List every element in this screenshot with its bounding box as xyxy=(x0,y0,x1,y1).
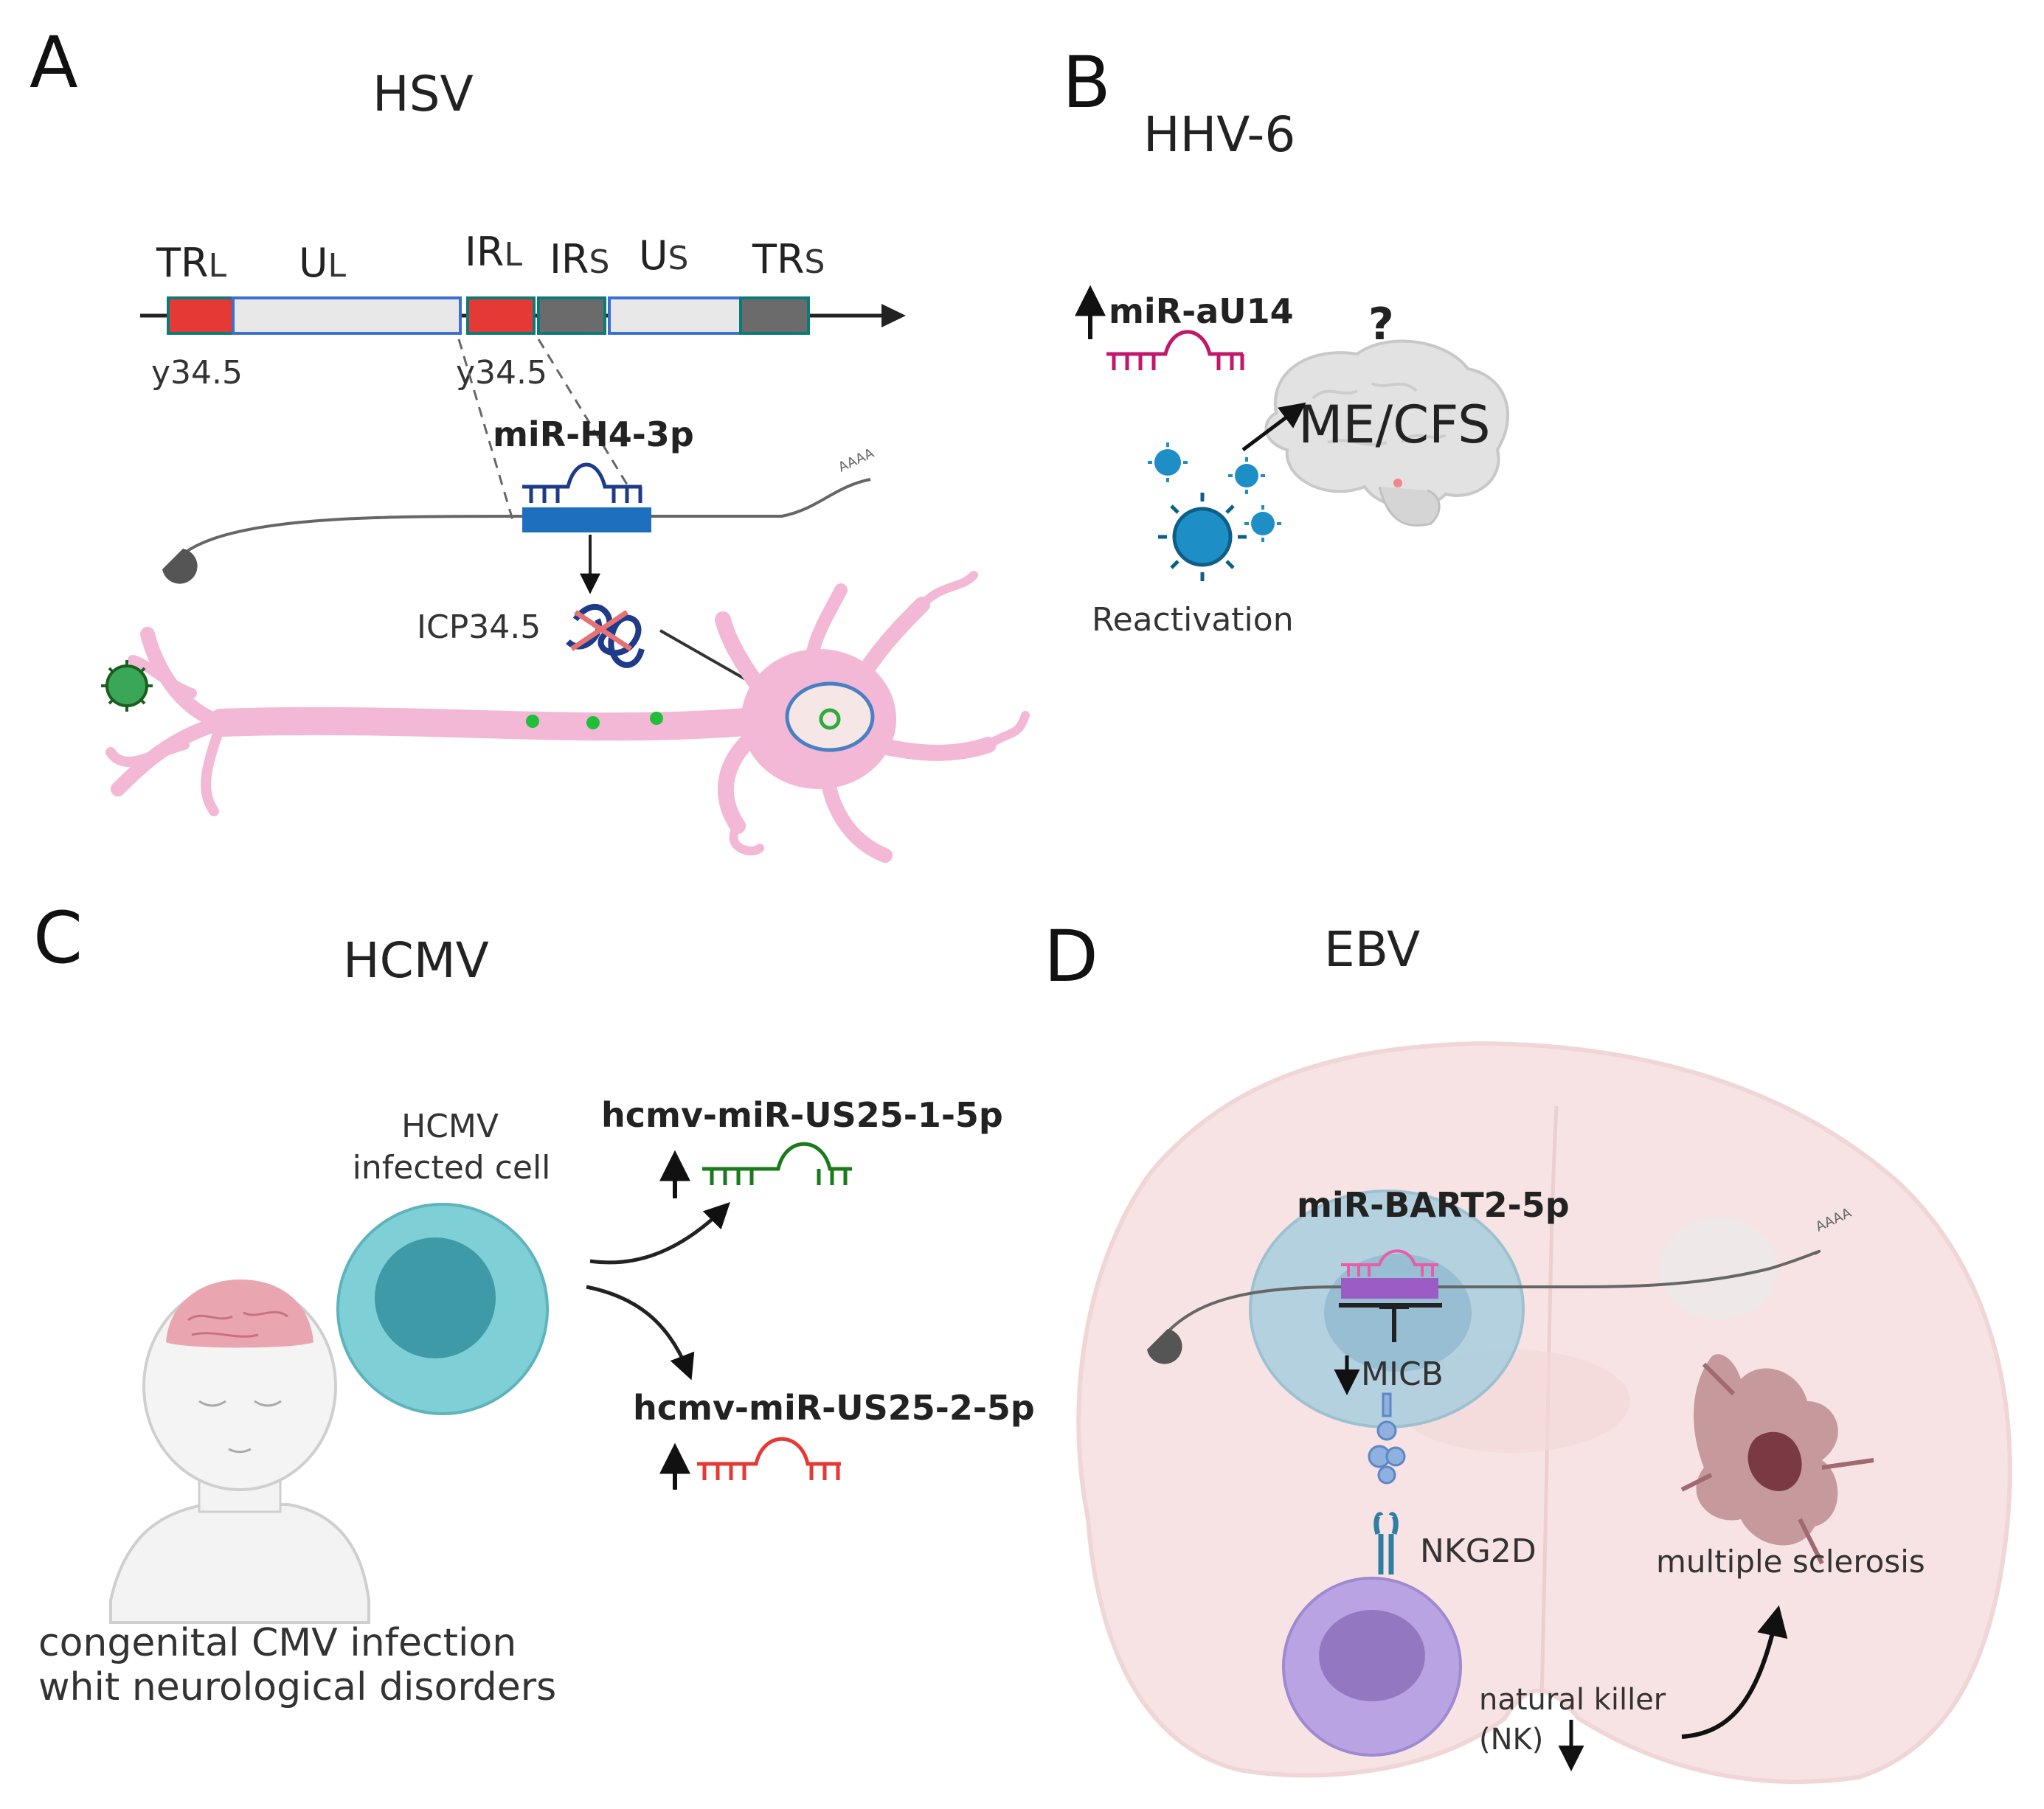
ebv-infected-cell-nucleus xyxy=(1324,1254,1472,1372)
region-label-trs: TRS xyxy=(752,236,825,282)
region-label-irs: IRS xyxy=(550,236,609,282)
panel-a-letter: A xyxy=(30,21,78,104)
micb-label: MICB xyxy=(1361,1355,1444,1393)
mrna-cap-icon xyxy=(162,549,198,584)
region-label-ul: UL xyxy=(299,240,347,286)
transport-dot-1 xyxy=(526,715,539,728)
arrow-to-mirna-1 xyxy=(589,1202,730,1265)
transport-dot-3 xyxy=(650,712,663,725)
hhv6-virion-small-icon-1 xyxy=(1148,442,1188,482)
genome-segments xyxy=(167,296,810,335)
nkg2d-label: NKG2D xyxy=(1420,1532,1537,1570)
micb-protein-icon xyxy=(1368,1392,1406,1485)
panel-a: A HSV TRL UL IRL IRS US TRS y34.5 y34.5 … xyxy=(30,21,1030,863)
panel-c: C HCMV HCMV infected cell hcmv-miR-US25-… xyxy=(33,897,1035,1709)
neuron-nucleus xyxy=(785,681,875,752)
nk-cell-nucleus xyxy=(1319,1610,1425,1701)
nk-label-2: (NK) xyxy=(1479,1723,1543,1757)
nk-label-1: natural killer xyxy=(1479,1683,1666,1717)
mirna-us25-2-label: hcmv-miR-US25-2-5p xyxy=(633,1388,1035,1428)
brain-midline xyxy=(1539,1105,1559,1697)
panel-b-letter: B xyxy=(1062,41,1111,124)
caption-line-2: whit neurological disorders xyxy=(38,1665,556,1709)
mir-bart2-label: miR-BART2-5p xyxy=(1297,1185,1570,1225)
gene-label-1: y34.5 xyxy=(151,354,243,392)
mir-au14-icon xyxy=(1106,330,1244,370)
reactivation-to-mecfs-arrow xyxy=(1241,402,1306,451)
panel-d-title: EBV xyxy=(1324,921,1420,978)
mir-h4-label: miR-H4-3p xyxy=(493,414,694,454)
brain-icon xyxy=(1264,339,1510,527)
brain-gray-patch xyxy=(1660,1217,1778,1320)
mir-bart2-icon xyxy=(1341,1249,1438,1277)
mir-h4-icon xyxy=(522,462,642,503)
ebv-mrna-cap-icon xyxy=(1147,1329,1182,1364)
mirna-us25-1-label: hcmv-miR-US25-1-5p xyxy=(601,1095,1003,1135)
us-segment xyxy=(608,296,742,335)
mirna-us25-1-icon xyxy=(702,1142,852,1185)
reactivation-label: Reactivation xyxy=(1092,601,1294,639)
caption-line-1: congenital CMV infection xyxy=(38,1621,516,1665)
region-label-irl: IRL xyxy=(465,229,522,275)
panel-b: B HHV-6 miR-aU14 ? ME/CFS xyxy=(1062,41,1510,639)
viral-genome-icon xyxy=(819,708,841,730)
infected-cell-nucleus xyxy=(375,1237,496,1358)
irs-segment xyxy=(537,296,606,335)
infected-cell-label-2: infected cell xyxy=(353,1149,551,1187)
ul-segment xyxy=(232,296,462,335)
mirna-us25-2-icon xyxy=(697,1437,841,1480)
panel-c-title: HCMV xyxy=(343,932,489,989)
transport-dot-2 xyxy=(586,716,600,729)
icp-label: ICP34.5 xyxy=(417,608,541,646)
me-cfs-label: ME/CFS xyxy=(1298,395,1491,455)
trl-segment xyxy=(167,296,235,335)
nk-to-ms-arrow xyxy=(1681,1605,1788,1739)
hsv-virion-icon xyxy=(101,660,153,712)
gene-label-2: y34.5 xyxy=(456,354,547,392)
genome-arrowhead xyxy=(881,304,906,327)
ms-lesion-icon xyxy=(1680,1354,1874,1565)
ebv-mrna-strand xyxy=(1160,1249,1821,1340)
projection-line-left xyxy=(457,338,514,521)
mrna-strand xyxy=(176,478,871,560)
trs-segment xyxy=(739,296,810,335)
infected-cell-label-1: HCMV xyxy=(401,1108,499,1145)
mrna-target-box xyxy=(522,507,651,532)
mrna-polya: AAAA xyxy=(836,445,876,476)
irl-segment xyxy=(466,296,536,335)
region-label-trl: TRL xyxy=(156,240,227,286)
hhv6-virion-small-icon-2 xyxy=(1228,457,1265,494)
nkg2d-receptor-icon xyxy=(1373,1512,1399,1574)
region-label-us: US xyxy=(639,232,688,279)
panel-c-letter: C xyxy=(33,897,83,979)
panel-d: D EBV miR-BART2-5p AAAA MICB xyxy=(1044,915,2012,1785)
panel-d-letter: D xyxy=(1044,915,1098,998)
hhv6-virion-large-icon xyxy=(1158,493,1247,581)
arrow-to-mirna-2 xyxy=(586,1285,695,1381)
projection-line-right xyxy=(537,338,632,491)
hhv6-virion-small-icon-3 xyxy=(1244,505,1281,542)
icp-protein-icon xyxy=(566,603,645,668)
micb-mrna-box xyxy=(1341,1278,1438,1299)
panel-a-title: HSV xyxy=(373,66,474,122)
panel-b-title: HHV-6 xyxy=(1143,106,1295,163)
ms-label: multiple sclerosis xyxy=(1656,1544,1925,1580)
mir-au14-label: miR-aU14 xyxy=(1109,291,1294,331)
baby-icon xyxy=(109,1280,370,1624)
